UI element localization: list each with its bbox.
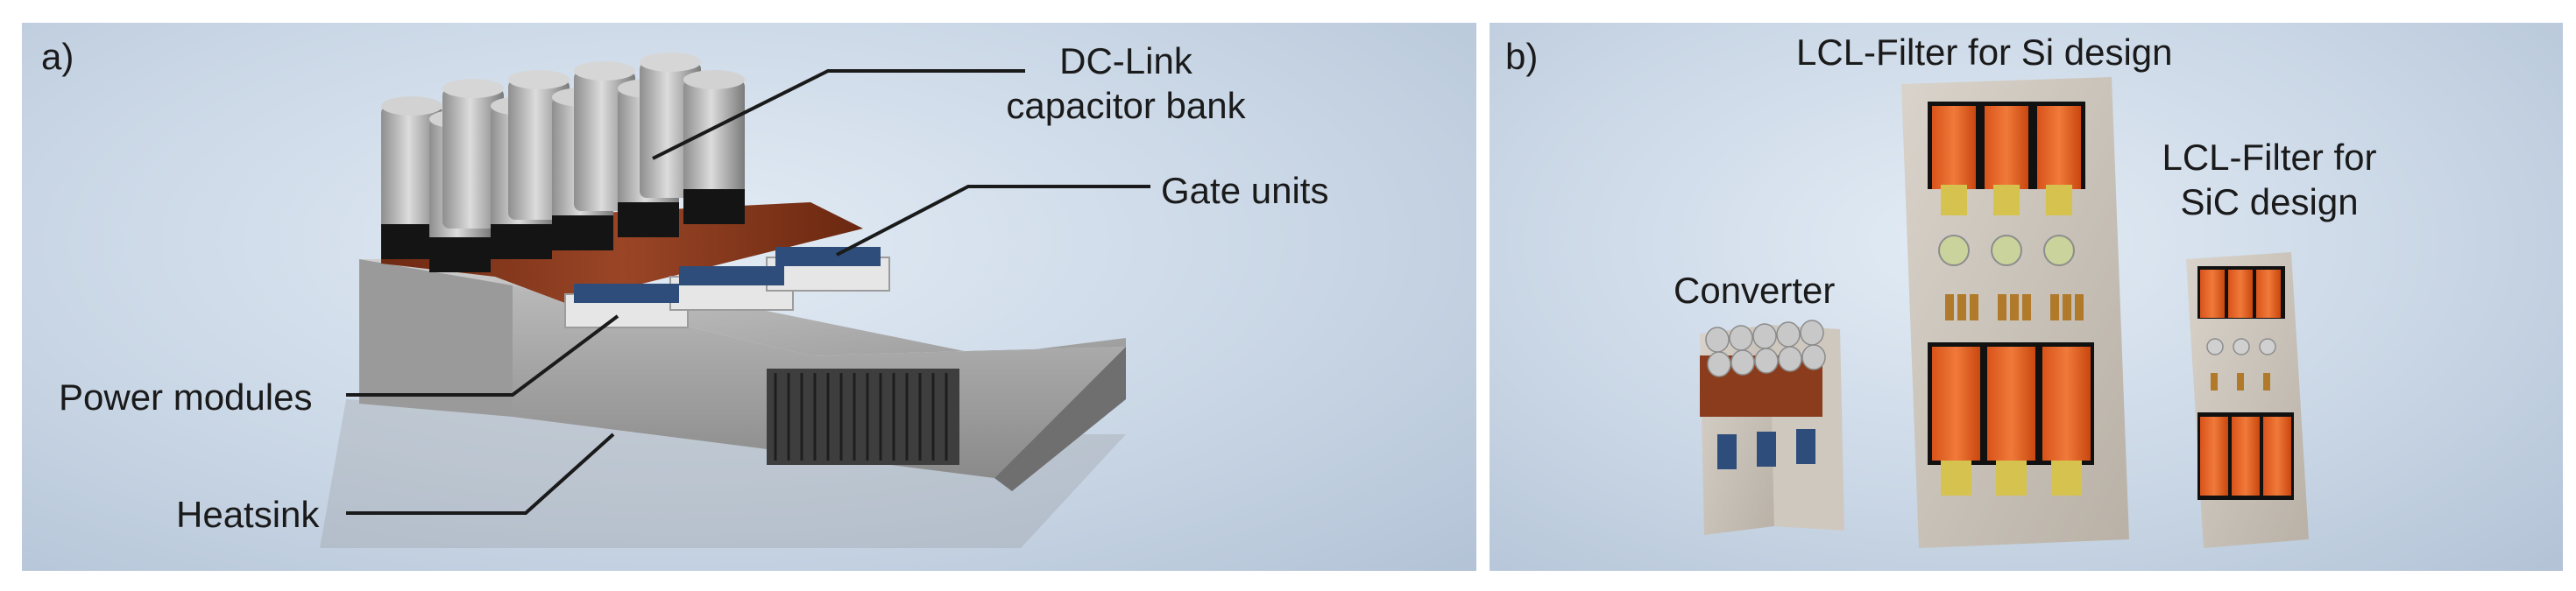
gate-units-callout: Gate units [1161, 170, 1329, 211]
sic-upper-inductors [2197, 266, 2285, 319]
sic-damping-resistors [2211, 373, 2270, 390]
si-capacitors [1938, 235, 2075, 266]
panel-a-label: a) [41, 36, 74, 77]
dc-link-leader [652, 69, 1025, 160]
si-upper-inductors [1928, 102, 2085, 215]
heatsink-fins [774, 373, 948, 461]
power-modules-callout: Power modules [59, 376, 313, 418]
lcl-filter-sic-plate [2186, 252, 2309, 548]
sic-capacitors [2206, 338, 2276, 355]
dc-link-callout: DC-Link capacitor bank [986, 39, 1266, 128]
filter-comparison-render [1700, 77, 2309, 548]
capacitor-bank [381, 53, 745, 272]
lcl-sic-line-1: LCL-Filter for [2162, 137, 2377, 178]
panel-b-label: b) [1505, 36, 1539, 77]
dc-link-line-2: capacitor bank [1006, 85, 1246, 127]
converter-unit [1700, 320, 1844, 535]
callout-lines [346, 69, 1150, 515]
lcl-si-caption: LCL-Filter for Si design [1796, 32, 2173, 73]
lcl-sic-caption: LCL-Filter for SiC design [2138, 135, 2401, 224]
si-damping-resistors [1945, 294, 2084, 320]
sic-lower-inductors [2197, 412, 2294, 500]
power-modules-leader [346, 314, 619, 397]
gate-units [574, 247, 881, 303]
panel-a-converter-assembly: a) DC-Link capacitor bank Gate units Pow… [22, 23, 1476, 571]
lcl-sic-line-2: SiC design [2180, 181, 2359, 223]
converter-assembly-render [320, 53, 1150, 548]
heatsink-leader [346, 433, 615, 515]
gate-units-leader [836, 185, 1150, 257]
panel-b-size-comparison: b) LCL-Filter for Si design LCL-Filter f… [1490, 23, 2563, 571]
converter-caption: Converter [1674, 270, 1836, 311]
heatsink-callout: Heatsink [176, 494, 320, 535]
si-lower-inductors [1928, 342, 2094, 496]
dc-link-line-1: DC-Link [1059, 40, 1192, 81]
lcl-filter-si-plate [1901, 77, 2129, 548]
